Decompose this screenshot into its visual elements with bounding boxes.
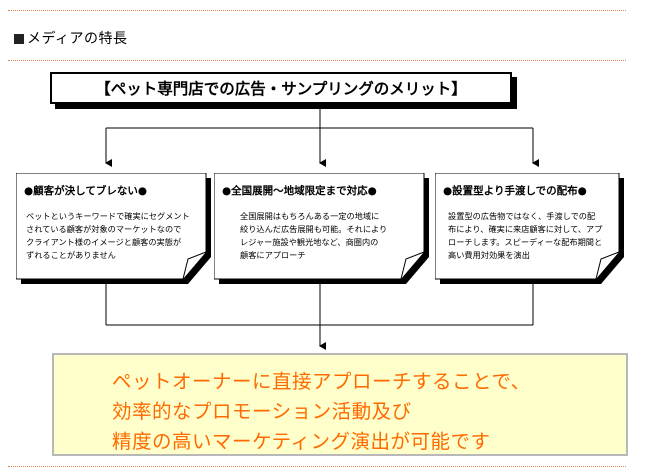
note-title: ●設置型より手渡しでの配布● bbox=[443, 185, 587, 197]
note-body: 設置型の広告物ではなく、手渡しでの配 布により、確実に来店顧客に対して、アプ ロ… bbox=[448, 211, 603, 260]
note-card-2: ●全国展開〜地域限定まで対応● 全国展開はもちろんある一定の地域に 絞り込んだ広… bbox=[214, 173, 429, 284]
note-title: ●全国展開〜地域限定まで対応● bbox=[222, 185, 377, 197]
result-line-2: 効率的なプロモーション活動及び bbox=[112, 400, 412, 423]
section-divider bbox=[8, 60, 626, 61]
note-title: ●顧客が決してブレない● bbox=[24, 185, 148, 197]
header-title: 【ペット専門店での広告・サンプリングのメリット】 bbox=[95, 80, 467, 98]
header-box: 【ペット専門店での広告・サンプリングのメリット】 bbox=[50, 72, 512, 104]
top-divider bbox=[8, 10, 626, 11]
section-title-text: メディアの特長 bbox=[27, 31, 128, 47]
note-shape bbox=[214, 173, 429, 284]
result-line-3: 精度の高いマーケティング演出が可能です bbox=[112, 430, 491, 453]
result-line-1: ペットオーナーに直接アプローチすることで、 bbox=[112, 370, 531, 393]
note-body: 全国展開はもちろんある一定の地域に 絞り込んだ広告展開も可能。それにより レジャ… bbox=[240, 211, 388, 260]
note-body: ペットというキーワードで確実にセグメント されている顧客が対象のマーケットなので… bbox=[26, 211, 190, 260]
note-card-1: ●顧客が決してブレない● ペットというキーワードで確実にセグメント されている顧… bbox=[16, 173, 211, 284]
note-shape bbox=[16, 173, 211, 284]
note-card-3: ●設置型より手渡しでの配布● 設置型の広告物ではなく、手渡しでの配 布により、確… bbox=[435, 173, 624, 284]
square-bullet-icon bbox=[14, 34, 24, 44]
result-box: ペットオーナーに直接アプローチすることで、 効率的なプロモーション活動及び 精度… bbox=[52, 353, 628, 456]
note-shape bbox=[435, 173, 624, 284]
bottom-divider bbox=[8, 466, 626, 467]
section-title: メディアの特長 bbox=[14, 28, 128, 48]
